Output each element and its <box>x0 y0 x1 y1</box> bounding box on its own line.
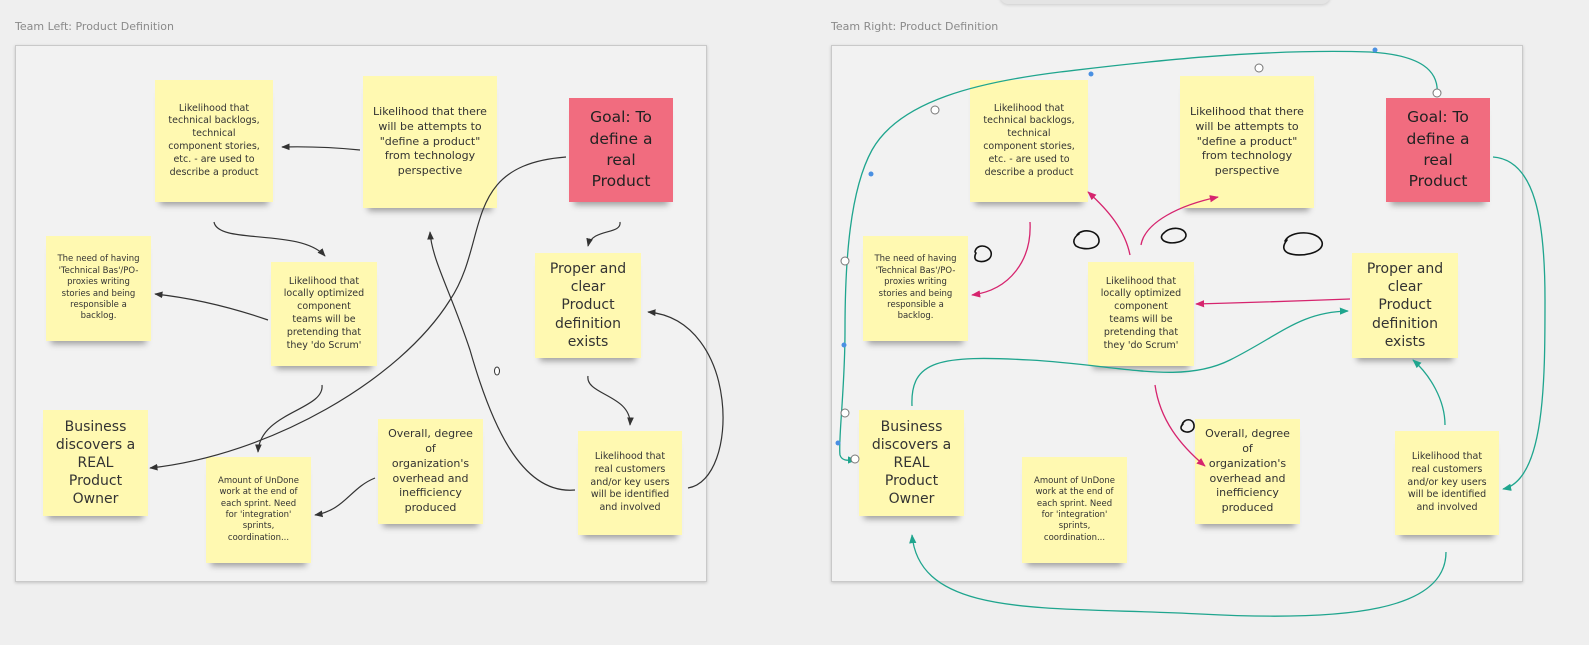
sticky-note-overall[interactable]: Overall, degree of organization's overhe… <box>378 419 483 524</box>
sticky-note-attempts[interactable]: Likelihood that there will be attempts t… <box>1180 76 1314 208</box>
sticky-note-goal[interactable]: Goal: To define a real Product <box>1386 98 1490 202</box>
frame-title-right: Team Right: Product Definition <box>831 20 999 33</box>
top-toolbar-edge <box>1000 0 1330 4</box>
sticky-note-need[interactable]: The need of having 'Technical Bas'/PO-pr… <box>46 236 151 341</box>
sticky-note-goal[interactable]: Goal: To define a real Product <box>569 98 673 202</box>
sticky-note-customers[interactable]: Likelihood that real customers and/or ke… <box>578 431 682 535</box>
sticky-note-local[interactable]: Likelihood that locally optimized compon… <box>1088 262 1194 366</box>
sticky-note-local[interactable]: Likelihood that locally optimized compon… <box>271 262 377 366</box>
sticky-note-proper[interactable]: Proper and clear Product definition exis… <box>535 253 641 358</box>
sticky-note-undone[interactable]: Amount of UnDone work at the end of each… <box>1022 457 1127 563</box>
sticky-note-customers[interactable]: Likelihood that real customers and/or ke… <box>1395 431 1499 535</box>
sticky-note-proper[interactable]: Proper and clear Product definition exis… <box>1352 253 1458 358</box>
frame-title-left: Team Left: Product Definition <box>15 20 174 33</box>
sticky-note-need[interactable]: The need of having 'Technical Bas'/PO-pr… <box>863 236 968 341</box>
sticky-note-business[interactable]: Business discovers a REAL Product Owner <box>43 410 148 516</box>
sticky-note-overall[interactable]: Overall, degree of organization's overhe… <box>1195 419 1300 524</box>
sticky-note-business[interactable]: Business discovers a REAL Product Owner <box>859 410 964 516</box>
sticky-note-backlogs[interactable]: Likelihood that technical backlogs, tech… <box>970 80 1088 202</box>
sticky-note-attempts[interactable]: Likelihood that there will be attempts t… <box>363 76 497 208</box>
sticky-note-backlogs[interactable]: Likelihood that technical backlogs, tech… <box>155 80 273 202</box>
sticky-note-undone[interactable]: Amount of UnDone work at the end of each… <box>206 457 311 563</box>
